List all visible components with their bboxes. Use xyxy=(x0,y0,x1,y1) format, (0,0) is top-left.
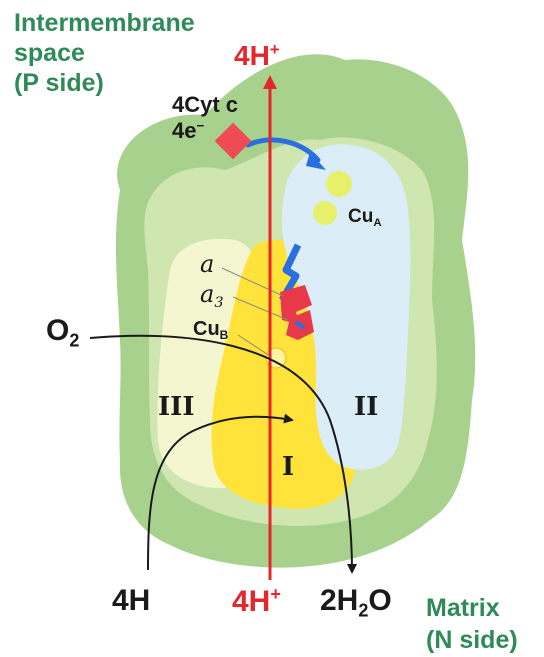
heme-a-text: a xyxy=(200,250,214,278)
intermembrane-line-1: Intermembrane xyxy=(14,8,195,38)
electron-text: 4e xyxy=(172,118,196,143)
intermembrane-label: Intermembrane space (P side) xyxy=(14,8,195,98)
subunit-iii-text: III xyxy=(158,392,195,422)
water-o-text: O xyxy=(368,584,391,617)
heme-a3-label: a3 xyxy=(200,280,223,311)
heme-a-label: a xyxy=(200,250,214,278)
matrix-line-1: Matrix xyxy=(426,592,518,624)
water-sub: 2 xyxy=(358,600,368,620)
cu-a-site-2 xyxy=(313,201,337,225)
electron-charge: − xyxy=(196,118,204,133)
cu-b-sub: B xyxy=(220,328,229,342)
matrix-protons-in-label: 4H xyxy=(112,584,150,618)
intermembrane-line-2: space xyxy=(14,38,195,68)
matrix-protons-in-text: 4H xyxy=(112,584,150,617)
matrix-line-2: (N side) xyxy=(426,624,518,656)
top-proton-text: 4H xyxy=(234,40,270,71)
cu-b-text: Cu xyxy=(193,318,220,340)
cyt-c-text: 4Cyt c xyxy=(172,92,238,117)
cyt-c-label: 4Cyt c xyxy=(172,92,238,118)
cu-a-sub: A xyxy=(373,217,381,229)
top-proton-charge: + xyxy=(270,40,280,59)
bottom-proton-label: 4H+ xyxy=(232,584,281,619)
cu-a-site-1 xyxy=(326,171,352,197)
intermembrane-line-3: (P side) xyxy=(14,68,195,98)
subunit-iii-label: III xyxy=(158,392,195,422)
water-text: 2H xyxy=(320,584,358,617)
oxygen-label: O2 xyxy=(46,314,79,351)
water-label: 2H2O xyxy=(320,584,392,621)
bottom-proton-text: 4H xyxy=(232,585,270,618)
oxygen-sub: 2 xyxy=(69,330,79,350)
oxygen-text: O xyxy=(46,314,69,347)
cu-a-text: Cu xyxy=(348,206,373,227)
subunit-i-text: I xyxy=(282,452,294,482)
heme-a3-text: a xyxy=(200,280,214,308)
bottom-proton-charge: + xyxy=(270,584,281,604)
subunit-ii-label: II xyxy=(354,392,378,422)
matrix-label: Matrix (N side) xyxy=(426,592,518,656)
cu-b-label: CuB xyxy=(193,318,228,342)
subunit-i-label: I xyxy=(282,452,294,482)
subunit-ii-text: II xyxy=(354,392,378,422)
cu-a-label: CuA xyxy=(348,206,382,229)
electron-label: 4e− xyxy=(172,118,204,144)
heme-a3-sub: 3 xyxy=(214,295,223,311)
top-proton-label: 4H+ xyxy=(234,40,280,72)
